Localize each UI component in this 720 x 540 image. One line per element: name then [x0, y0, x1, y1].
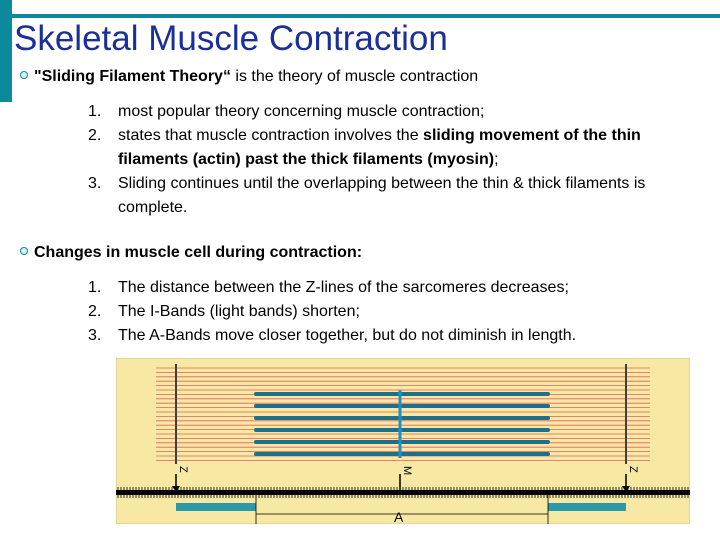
bullet-changes: Changes in muscle cell during contractio…: [20, 244, 362, 262]
title-rule: [12, 14, 720, 18]
i-band-left: [176, 503, 256, 511]
list-item: 3.Sliding continues until the overlappin…: [88, 175, 646, 216]
list-item: 2.states that muscle contraction involve…: [88, 127, 641, 168]
m-label: M: [401, 466, 413, 475]
slide-title: Skeletal Muscle Contraction: [14, 19, 448, 58]
bullet-icon: [20, 70, 28, 79]
bullet-bold: Changes in muscle cell during contractio…: [34, 244, 363, 261]
thick-filaments: [254, 392, 550, 456]
bullet-icon: [20, 246, 28, 255]
changes-list: 1.The distance between the Z-lines of th…: [88, 276, 708, 348]
list-item: 1.The distance between the Z-lines of th…: [88, 279, 569, 296]
bullet-text: is the theory of muscle contraction: [230, 68, 479, 85]
a-label: A: [394, 509, 404, 524]
theory-list: 1.most popular theory concerning muscle …: [88, 100, 708, 220]
sarcomere-diagram: Z M Z A: [116, 358, 690, 524]
accent-bar: [0, 0, 12, 102]
i-band-right: [548, 503, 626, 511]
bullet-bold: "Sliding Filament Theory“: [34, 68, 231, 85]
bullet-sliding-filament: "Sliding Filament Theory“ is the theory …: [20, 68, 478, 86]
z-label-right: Z: [627, 466, 639, 473]
ruler-ticks: [117, 487, 689, 498]
list-item: 1.most popular theory concerning muscle …: [88, 103, 485, 120]
list-item: 2.The I-Bands (light bands) shorten;: [88, 303, 360, 320]
z-label-left: Z: [177, 466, 189, 473]
list-item: 3.The A-Bands move closer together, but …: [88, 327, 577, 344]
